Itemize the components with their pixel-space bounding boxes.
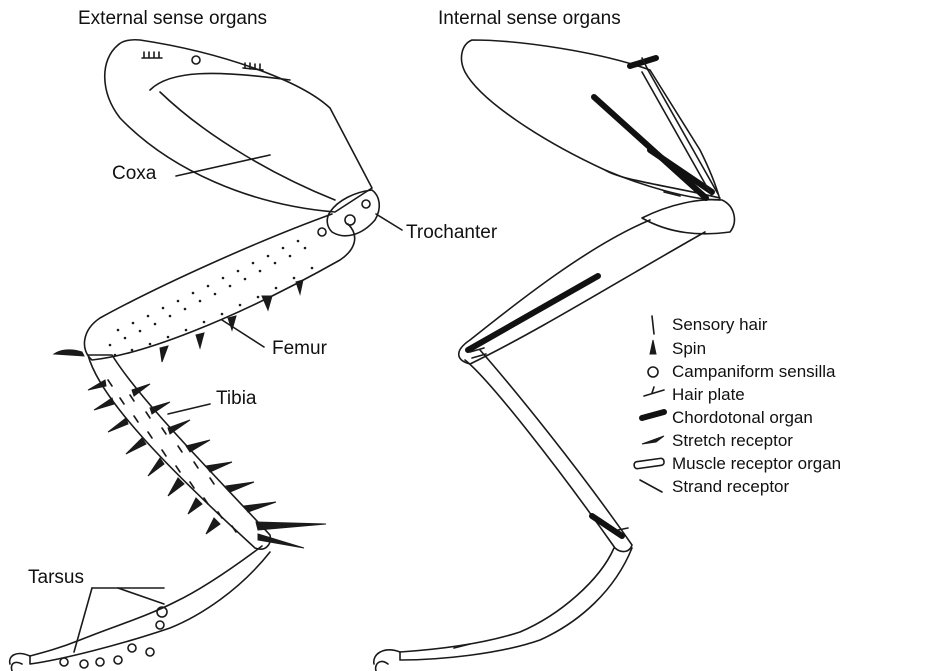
trochanter-sensilla bbox=[362, 200, 370, 208]
chordotonal-organ-icon bbox=[642, 412, 664, 418]
campaniform-sensilla-icon bbox=[648, 367, 658, 377]
coxa-outline bbox=[105, 40, 372, 212]
trochanter-outline bbox=[327, 190, 379, 236]
coxa-hair-plates bbox=[142, 52, 263, 70]
chordotonal-femur bbox=[468, 276, 598, 350]
label-femur: Femur bbox=[272, 338, 327, 360]
legend-label-strand-receptor: Strand receptor bbox=[672, 477, 789, 497]
tarsus-outline bbox=[30, 546, 270, 664]
legend-label-chordotonal-organ: Chordotonal organ bbox=[672, 408, 813, 428]
internal-tarsus-outline bbox=[400, 548, 632, 660]
femur-spines bbox=[54, 280, 303, 362]
label-coxa: Coxa bbox=[112, 163, 156, 185]
legend-icons bbox=[634, 316, 665, 492]
spin-icon bbox=[650, 340, 656, 354]
trochanter-sensilla-2 bbox=[345, 215, 355, 225]
legend-label-muscle-receptor-organ: Muscle receptor organ bbox=[672, 454, 841, 474]
legend-label-campaniform-sensilla: Campaniform sensilla bbox=[672, 362, 835, 382]
chordotonal-tibia bbox=[592, 516, 622, 536]
legend-label-spin: Spin bbox=[672, 339, 706, 359]
tibia-outline bbox=[88, 355, 270, 549]
internal-tarsus-claw bbox=[374, 650, 400, 671]
femur-sensilla bbox=[318, 228, 326, 236]
label-tibia: Tibia bbox=[216, 388, 256, 410]
internal-tibia-outline bbox=[465, 350, 632, 552]
stretch-receptor-icon bbox=[642, 436, 664, 444]
legend-label-stretch-receptor: Stretch receptor bbox=[672, 431, 793, 451]
sensory-hair-icon bbox=[652, 316, 654, 334]
legend-label-sensory-hair: Sensory hair bbox=[672, 315, 767, 335]
label-tarsus: Tarsus bbox=[28, 567, 84, 589]
strand-receptor-icon bbox=[640, 480, 662, 492]
internal-trochanter-outline bbox=[642, 200, 734, 234]
legend-label-hair-plate: Hair plate bbox=[672, 385, 745, 405]
muscle-receptor-organ-icon bbox=[634, 458, 665, 469]
label-trochanter: Trochanter bbox=[406, 222, 497, 244]
hair-plate-icon bbox=[644, 387, 664, 396]
tarsus-claw bbox=[10, 654, 30, 671]
tarsus-sensilla bbox=[60, 607, 167, 668]
